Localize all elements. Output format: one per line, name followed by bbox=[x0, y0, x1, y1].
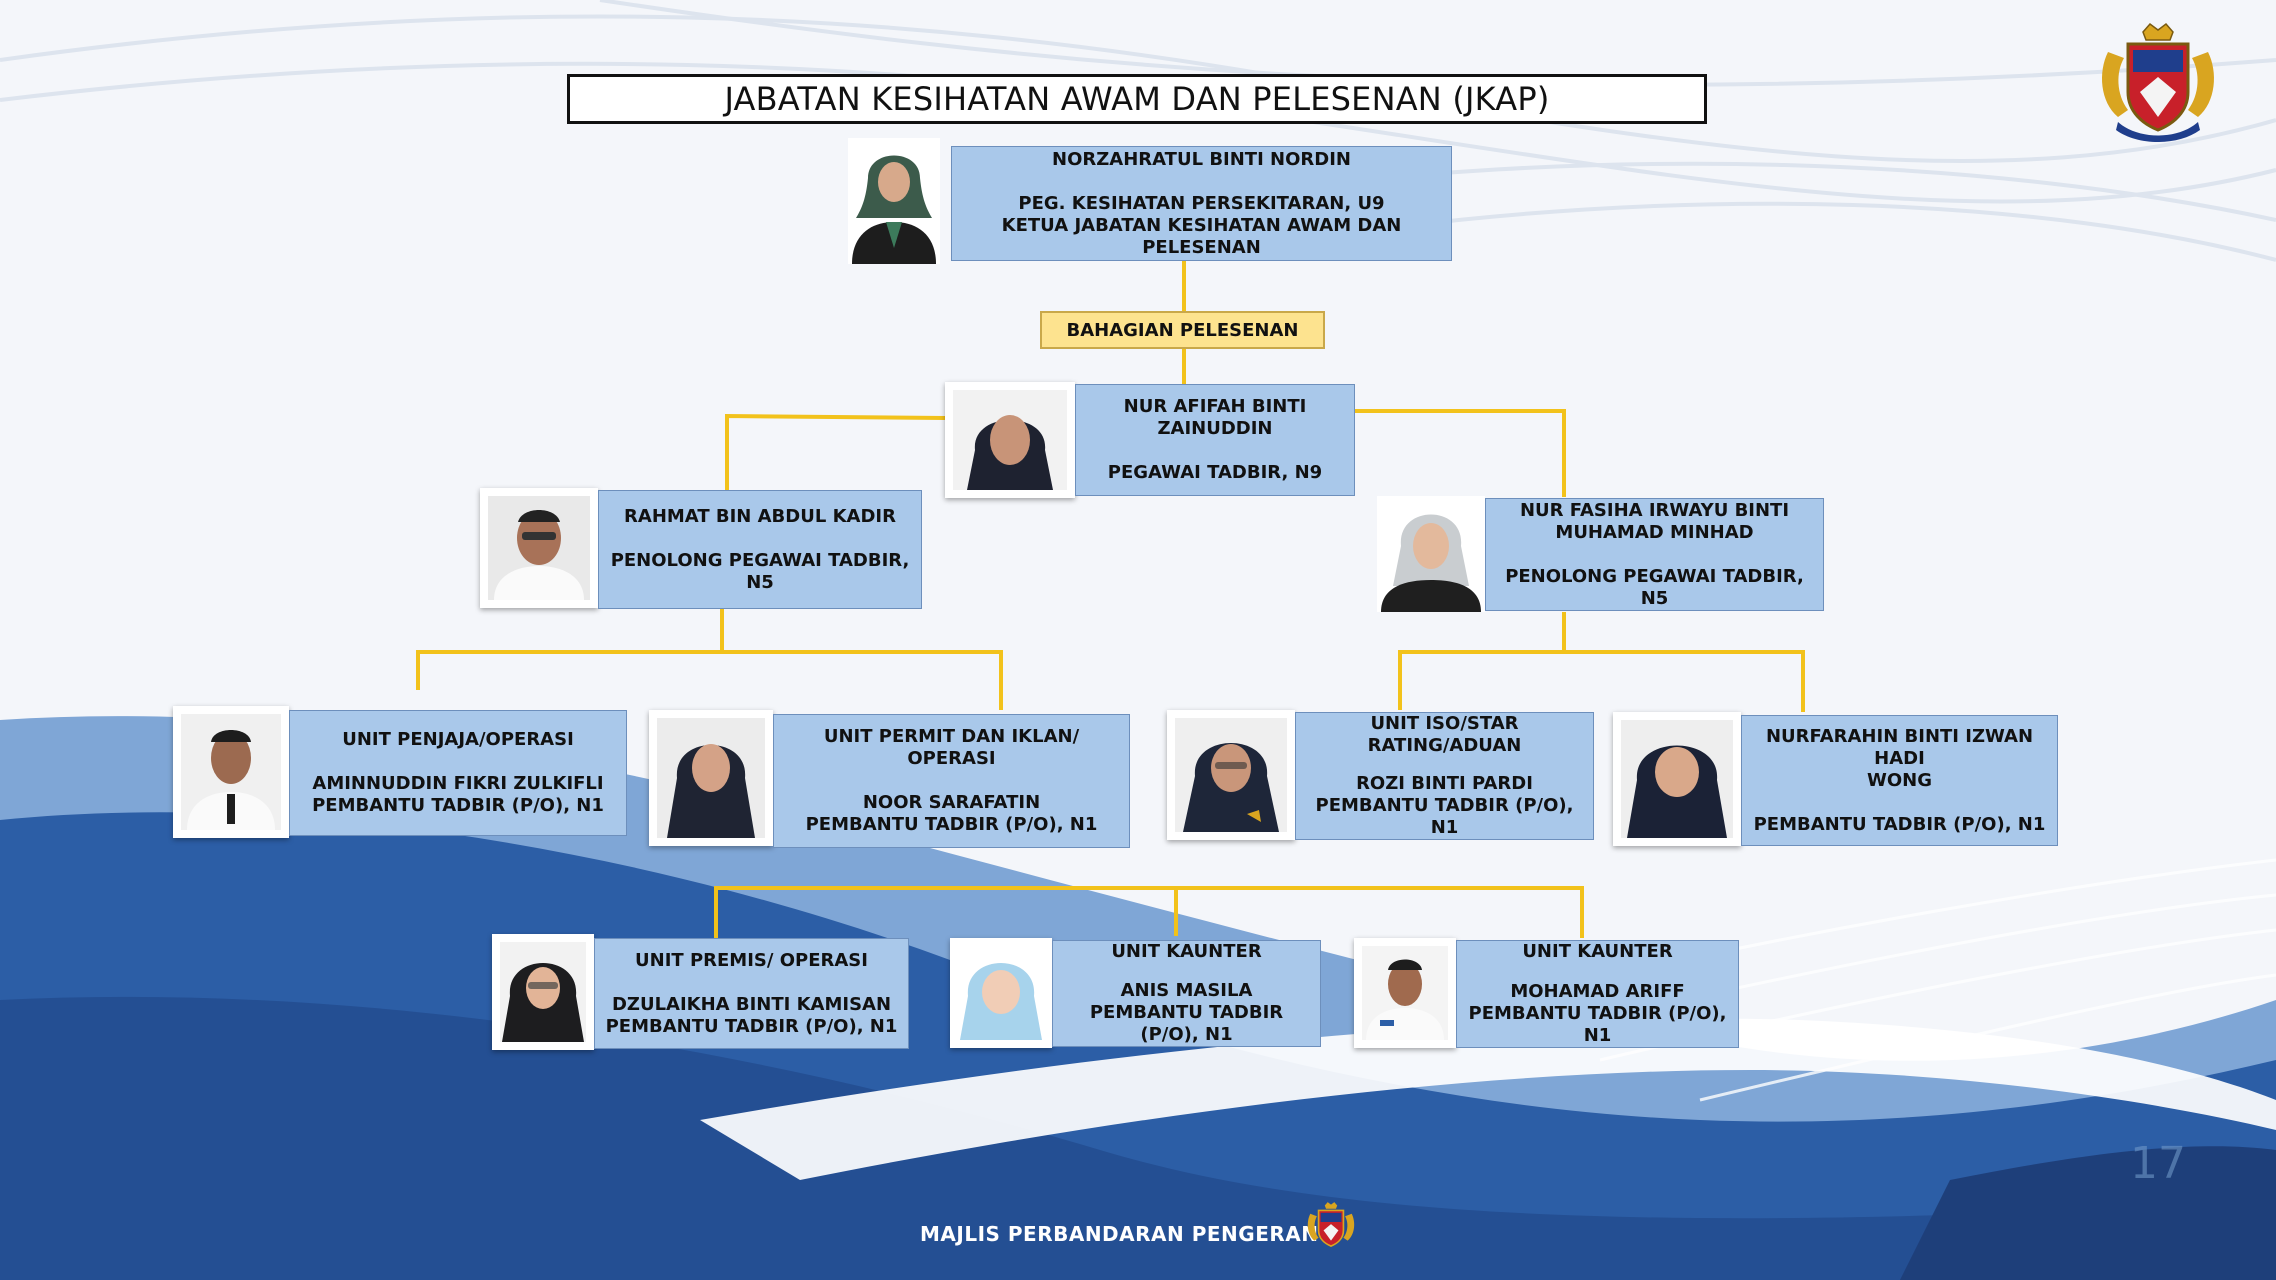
crest-icon bbox=[1307, 1202, 1355, 1247]
unit-box: UNIT KAUNTER MOHAMAD ARIFF PEMBANTU TADB… bbox=[1456, 940, 1739, 1048]
person-photo-icon bbox=[945, 382, 1075, 498]
unit-staff-position: PEMBANTU TADBIR (P/O), N1 bbox=[605, 1015, 898, 1037]
assistant-left-position: PENOLONG PEGAWAI TADBIR, N5 bbox=[610, 549, 910, 593]
unit-staff-name: AMINNUDDIN FIKRI ZULKIFLI bbox=[312, 773, 604, 794]
unit-box: UNIT ISO/STAR RATING/ADUAN ROZI BINTI PA… bbox=[1295, 712, 1594, 840]
person-photo-icon bbox=[649, 710, 773, 846]
crest-icon bbox=[2102, 22, 2214, 142]
unit-staff-position: PEMBANTU TADBIR (P/O), N1 bbox=[1089, 1002, 1284, 1045]
assistant-right-position: PENOLONG PEGAWAI TADBIR, N5 bbox=[1505, 565, 1804, 609]
admin-officer-name: NUR AFIFAH BINTI ZAINUDDIN bbox=[1123, 396, 1307, 439]
assistant-left-name: RAHMAT BIN ABDUL KADIR bbox=[624, 505, 896, 527]
head-title: KETUA JABATAN KESIHATAN AWAM DAN PELESEN… bbox=[1001, 214, 1402, 258]
head-box: NORZAHRATUL BINTI NORDIN PEG. KESIHATAN … bbox=[951, 146, 1452, 261]
unit-staff-name: ANIS MASILA bbox=[1120, 980, 1253, 1001]
division-box: BAHAGIAN PELESENAN bbox=[1040, 311, 1325, 349]
unit-title: UNIT PREMIS/ OPERASI bbox=[635, 949, 868, 971]
unit-box: UNIT PERMIT DAN IKLAN/ OPERASI NOOR SARA… bbox=[773, 714, 1130, 848]
person-photo-icon bbox=[1613, 712, 1741, 846]
unit-title: UNIT ISO/STAR RATING/ADUAN bbox=[1367, 713, 1522, 756]
admin-officer-box: NUR AFIFAH BINTI ZAINUDDIN PEGAWAI TADBI… bbox=[1075, 384, 1355, 496]
person-photo-icon bbox=[1167, 710, 1295, 840]
unit-staff-position: PEMBANTU TADBIR (P/O), N1 bbox=[1315, 795, 1574, 838]
unit-staff-name: DZULAIKHA BINTI KAMISAN bbox=[611, 993, 892, 1015]
unit-title: UNIT PENJAJA/OPERASI bbox=[342, 729, 574, 750]
admin-officer-position: PEGAWAI TADBIR, N9 bbox=[1107, 462, 1323, 483]
unit-staff-name-2: WONG bbox=[1867, 769, 1932, 791]
unit-box: UNIT PREMIS/ OPERASI DZULAIKHA BINTI KAM… bbox=[594, 938, 909, 1049]
person-photo-icon bbox=[950, 938, 1052, 1048]
assistant-right-name-1: NUR FASIHA IRWAYU BINTI bbox=[1519, 499, 1790, 521]
person-photo-icon bbox=[492, 934, 594, 1050]
unit-staff-position: PEMBANTU TADBIR (P/O), N1 bbox=[312, 795, 604, 816]
unit-staff-position: PEMBANTU TADBIR (P/O), N1 bbox=[1468, 1003, 1727, 1046]
person-photo-icon bbox=[173, 706, 289, 838]
person-photo-icon bbox=[1354, 938, 1456, 1048]
unit-staff-name: MOHAMAD ARIFF bbox=[1510, 981, 1685, 1002]
unit-box: UNIT PENJAJA/OPERASI AMINNUDDIN FIKRI ZU… bbox=[289, 710, 627, 836]
footer-text: MAJLIS PERBANDARAN PENGERANG bbox=[920, 1222, 1336, 1246]
unit-title: UNIT PERMIT DAN IKLAN/ bbox=[823, 726, 1080, 747]
unit-staff-position: PEMBANTU TADBIR (P/O), N1 bbox=[1753, 813, 2046, 835]
unit-staff-name: NOOR SARAFATIN bbox=[862, 792, 1041, 813]
head-name: NORZAHRATUL BINTI NORDIN bbox=[1052, 148, 1351, 170]
head-position: PEG. KESIHATAN PERSEKITARAN, U9 bbox=[1018, 192, 1385, 214]
unit-box: NURFARAHIN BINTI IZWAN HADI WONG PEMBANT… bbox=[1741, 715, 2058, 846]
person-photo-icon bbox=[1377, 496, 1485, 612]
unit-box: UNIT KAUNTER ANIS MASILA PEMBANTU TADBIR… bbox=[1052, 940, 1321, 1047]
unit-staff-position: PEMBANTU TADBIR (P/O), N1 bbox=[805, 814, 1098, 835]
person-photo-icon bbox=[848, 138, 940, 264]
unit-title: UNIT KAUNTER bbox=[1522, 941, 1673, 962]
unit-staff-name: NURFARAHIN BINTI IZWAN HADI bbox=[1765, 725, 2034, 769]
assistant-right-name-2: MUHAMAD MINHAD bbox=[1555, 521, 1754, 543]
unit-title-2: OPERASI bbox=[907, 748, 996, 769]
page-number: 17 bbox=[2130, 1138, 2186, 1189]
assistant-left-box: RAHMAT BIN ABDUL KADIR PENOLONG PEGAWAI … bbox=[598, 490, 922, 609]
person-photo-icon bbox=[480, 488, 598, 608]
unit-title: UNIT KAUNTER bbox=[1111, 941, 1262, 962]
assistant-right-box: NUR FASIHA IRWAYU BINTI MUHAMAD MINHAD P… bbox=[1485, 498, 1824, 611]
unit-staff-name: ROZI BINTI PARDI bbox=[1356, 773, 1533, 794]
page-title: JABATAN KESIHATAN AWAM DAN PELESENAN (JK… bbox=[567, 74, 1707, 124]
